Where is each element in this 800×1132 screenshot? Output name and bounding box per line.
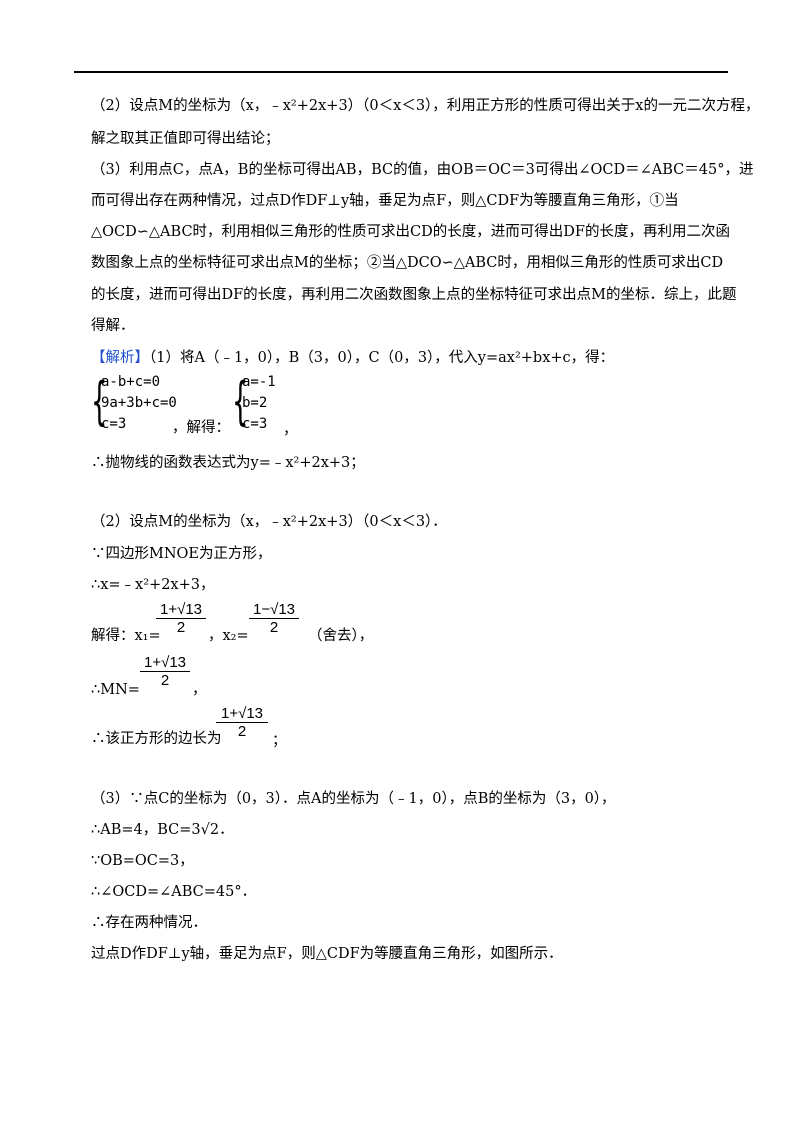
fraction-x2: 1−√13 2 [249,601,299,636]
fraction-numerator: 1+√13 [159,601,203,618]
equation-system-1: { a-b+c=0 9a+3b+c=0 c=3 [91,372,251,436]
fraction-side: 1+√13 2 [216,705,268,740]
fraction-bar [249,618,299,619]
sys2-comma: ， [283,422,298,438]
solution-tag: 【解析】 [91,350,149,366]
fraction-numerator: 1−√13 [252,601,296,618]
fraction-denominator: 2 [269,619,279,636]
fraction-bar [156,618,206,619]
side-semicolon: ； [272,733,287,749]
fraction-mn: 1+√13 2 [140,654,190,689]
analysis-p2-line2: 解之取其正值即可得出结论； [91,131,280,147]
header-rule [74,71,728,73]
analysis-p3-line3: △OCD∽△ABC时，利用相似三角形的性质可求出CD的长度，进而可得出DF的长度… [91,224,730,240]
solution-part3-line5: ∴存在两种情况． [91,915,207,931]
fraction-numerator: 1+√13 [220,705,264,722]
solution-part3-line1: （3）∵点C的坐标为（0，3）．点A的坐标为（﹣1，0），点B的坐标为（3，0）… [91,791,616,807]
solution-part3-line3: ∵OB=OC=3， [91,853,194,869]
fraction-bar [216,722,268,723]
fraction-x1: 1+√13 2 [156,601,206,636]
solution-part1-line: 【解析】（1）将A（﹣1，0），B（3，0），C（0，3），代入y=ax²+bx… [91,348,614,368]
analysis-p3-line2: 而可得出存在两种情况，过点D作DF⊥y轴，垂足为点F，则△CDF为等腰直角三角形… [91,193,679,209]
solution-part1-result: ∴抛物线的函数表达式为y=﹣x²+2x+3； [91,455,365,471]
solution-part2-line2: ∵四边形MNOE为正方形， [91,546,272,562]
equation-system-2: { a=-1 b=2 c=3 [232,372,292,436]
brace-2: { [232,372,249,432]
solution-part2-side-label: ∴该正方形的边长为 [91,731,222,747]
solution-part1-text: （1）将A（﹣1，0），B（3，0），C（0，3），代入y=ax²+bx+c，得… [149,350,615,366]
solution-part2-mn-label: ∴MN= [91,682,140,698]
sys2-row: c=3 [242,416,268,432]
solution-part2-x2-label: ，x₂= [208,628,249,644]
sys1-row: a-b+c=0 [101,374,161,390]
fraction-denominator: 2 [160,672,170,689]
solution-part2-solve-label: 解得：x₁= [91,628,161,644]
solution-part2-line1: （2）设点M的坐标为（x，﹣x²+2x+3）（0＜x＜3）． [91,514,447,530]
analysis-p2-line1: （2）设点M的坐标为（x，﹣x²+2x+3）（0＜x＜3），利用正方形的性质可得… [91,98,760,114]
fraction-bar [140,671,190,672]
sys2-row: b=2 [242,395,268,411]
solution-part2-line3: ∴x=﹣x²+2x+3， [91,577,215,593]
sys2-row: a=-1 [242,374,276,390]
solution-part3-line4: ∴∠OCD=∠ABC=45°． [91,884,257,900]
solution-part3-line2: ∴AB=4，BC=3√2． [91,822,234,838]
solve-word: ，解得： [172,420,230,436]
sys1-row: c=3 [101,416,127,432]
solution-part2-discard: （舍去）， [308,628,374,644]
brace-1: { [91,372,108,432]
solution-part3-line6: 过点D作DF⊥y轴，垂足为点F，则△CDF为等腰直角三角形，如图所示． [91,946,563,962]
analysis-p3-line4: 数图象上点的坐标特征可求出点M的坐标；②当△DCO∽△ABC时，用相似三角形的性… [91,255,724,271]
fraction-denominator: 2 [237,723,247,740]
fraction-denominator: 2 [176,619,186,636]
analysis-p3-line5: 的长度，进而可得出DF的长度，再利用二次函数图象上点的坐标特征可求出点M的坐标．… [91,287,737,303]
analysis-p3-line6: 得解． [91,318,135,334]
fraction-numerator: 1+√13 [143,654,187,671]
analysis-p3-line1: （3）利用点C，点A，B的坐标可得出AB，BC的值，由OB＝OC＝3可得出∠OC… [91,162,754,178]
sys1-row: 9a+3b+c=0 [101,395,177,411]
mn-comma: ， [192,682,207,698]
